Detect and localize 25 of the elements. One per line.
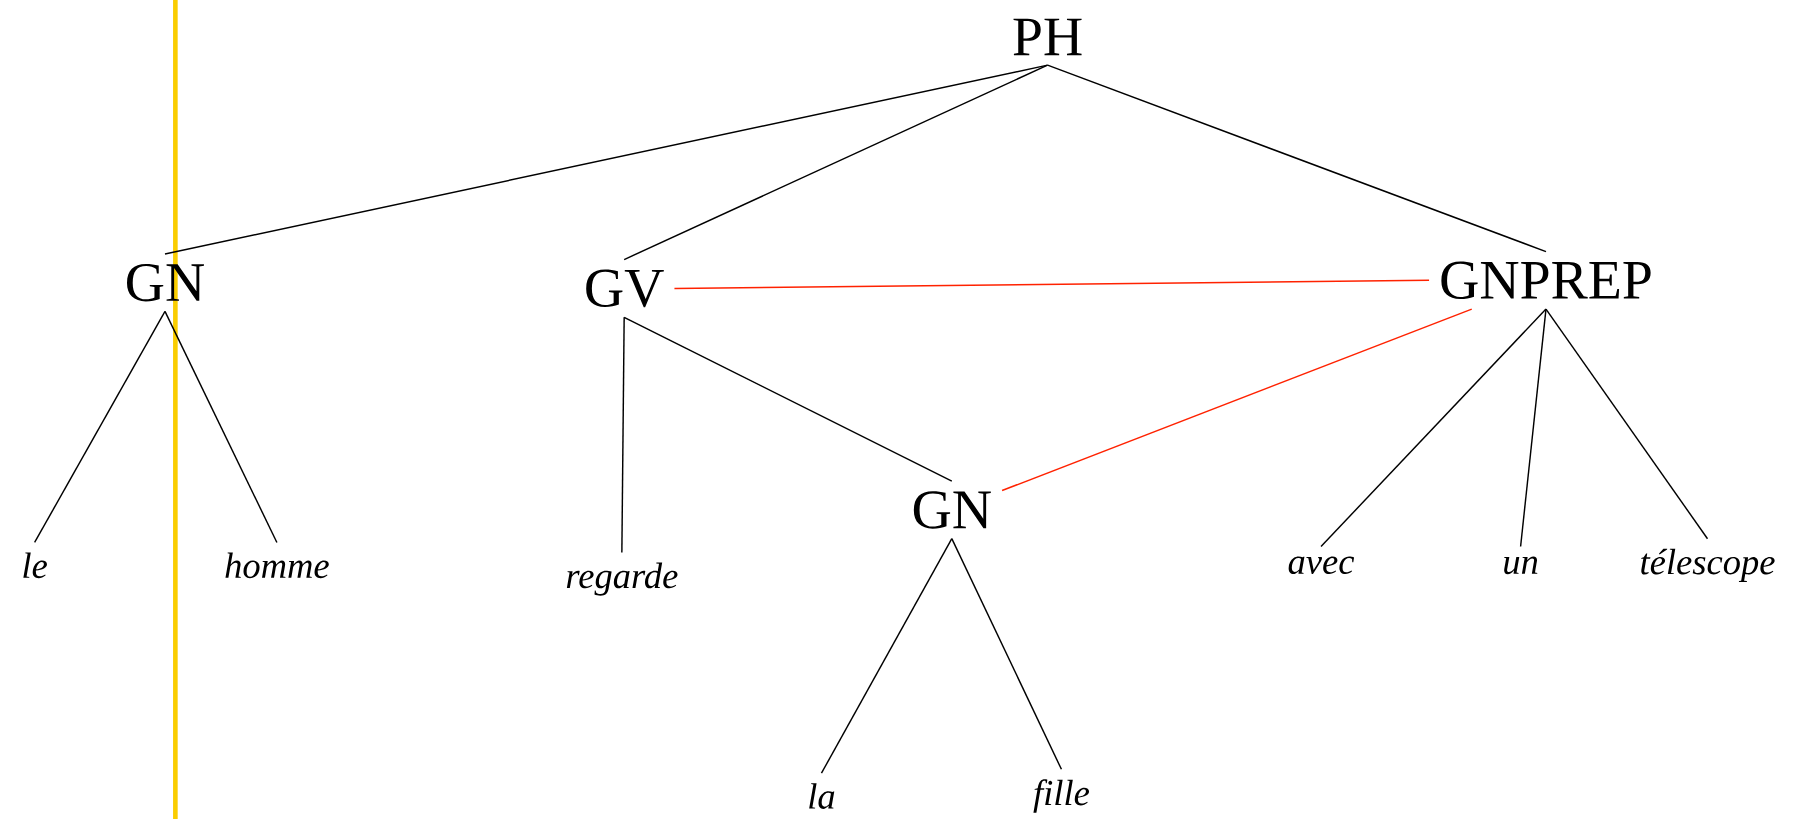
tree-branch — [1001, 308, 1473, 492]
tree-branch — [673, 279, 1430, 290]
word-label: fille — [1033, 779, 1089, 813]
tree-branch — [1320, 308, 1547, 548]
word-label: télescope — [1641, 548, 1775, 582]
word-label: homme — [225, 552, 329, 579]
tree-branch — [623, 64, 1049, 261]
tree-branch — [623, 316, 953, 482]
word-label: avec — [1288, 556, 1355, 575]
word-label: un — [1504, 556, 1538, 575]
tree-branch — [164, 310, 278, 544]
word-label: la — [809, 783, 835, 809]
tree-branch — [33, 310, 166, 544]
tree-branch — [621, 316, 625, 554]
tree-branch — [1046, 64, 1547, 253]
tree-branch — [951, 537, 1063, 770]
word-label: le — [23, 552, 47, 579]
category-label: GN — [913, 491, 991, 529]
word-label: regarde — [566, 562, 678, 596]
category-label: GV — [586, 269, 664, 308]
tree-branch — [820, 537, 953, 774]
tree-branch — [1519, 308, 1547, 548]
category-label: PH — [1013, 18, 1082, 56]
tree-branch — [1545, 308, 1709, 540]
category-label: GNPREP — [1441, 261, 1651, 299]
